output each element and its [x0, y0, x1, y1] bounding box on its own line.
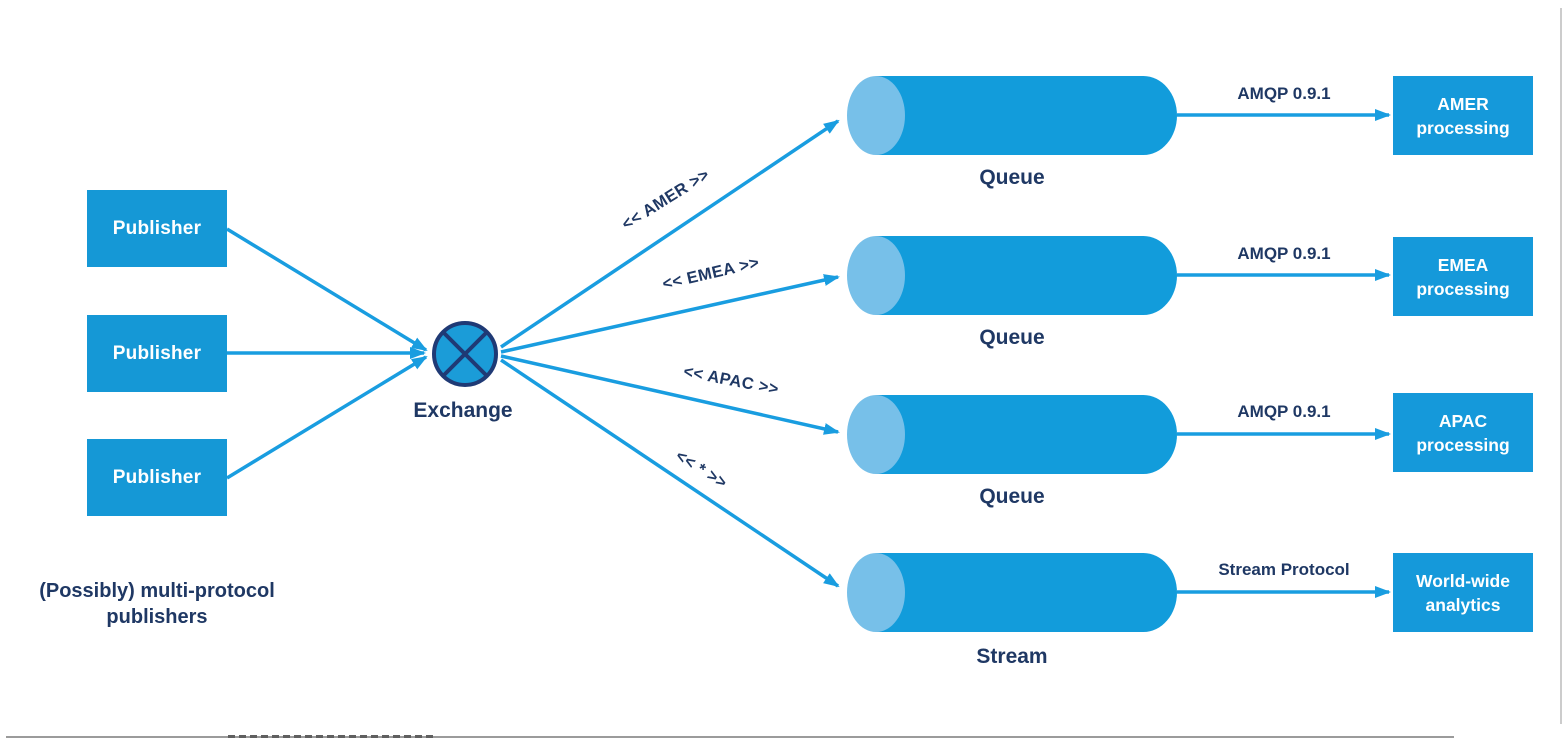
- stream-label: Stream: [976, 645, 1048, 668]
- cylinder-cap: [847, 76, 905, 155]
- bottom-edge-line: [6, 736, 1454, 738]
- arrow-publisher1-to-exchange: [226, 227, 428, 352]
- bottom-cropped-text-marks: [228, 735, 433, 738]
- protocol-label-4: Stream Protocol: [1218, 560, 1350, 579]
- arrow-exchange-to-queue3: [500, 354, 840, 435]
- consumer-box-amer: AMER processing: [1393, 76, 1533, 155]
- publisher-node-2: Publisher: [87, 315, 227, 392]
- cylinder-body: [876, 553, 1177, 632]
- cylinder-cap: [847, 236, 905, 315]
- cylinder-body: [876, 236, 1177, 315]
- publisher-node-3: Publisher: [87, 439, 227, 516]
- publishers-caption: (Possibly) multi-protocol publishers: [39, 580, 275, 628]
- consumer-box-emea: EMEA processing: [1393, 237, 1533, 316]
- exchange-icon: [432, 321, 498, 387]
- arrow-publisher3-to-exchange: [226, 355, 428, 480]
- queue-label-3: Queue: [979, 485, 1045, 508]
- protocol-label-3: AMQP 0.9.1: [1237, 402, 1331, 421]
- publisher-label: Publisher: [112, 466, 202, 488]
- queue-label-2: Queue: [979, 326, 1045, 349]
- consumer-box-analytics: World-wide analytics: [1393, 553, 1533, 632]
- queue-cylinder-2: [847, 236, 1177, 315]
- right-edge-line: [1560, 8, 1562, 724]
- publisher-label: Publisher: [112, 217, 202, 239]
- arrow-exchange-to-queue2: [500, 274, 840, 354]
- cylinder-body: [876, 76, 1177, 155]
- exchange-label: Exchange: [413, 399, 513, 422]
- queue-cylinder-1: [847, 76, 1177, 155]
- cylinder-body: [876, 395, 1177, 474]
- stream-cylinder: [847, 553, 1177, 632]
- protocol-label-2: AMQP 0.9.1: [1237, 244, 1331, 263]
- arrow-exchange-to-queue1: [500, 119, 840, 349]
- queue-label-1: Queue: [979, 166, 1045, 189]
- consumer-box-apac: APAC processing: [1393, 393, 1533, 472]
- arrow-exchange-to-stream: [500, 358, 840, 588]
- cylinder-cap: [847, 395, 905, 474]
- publisher-label: Publisher: [112, 342, 202, 364]
- publisher-node-1: Publisher: [87, 190, 227, 267]
- cylinder-cap: [847, 553, 905, 632]
- protocol-label-1: AMQP 0.9.1: [1237, 84, 1331, 103]
- queue-cylinder-3: [847, 395, 1177, 474]
